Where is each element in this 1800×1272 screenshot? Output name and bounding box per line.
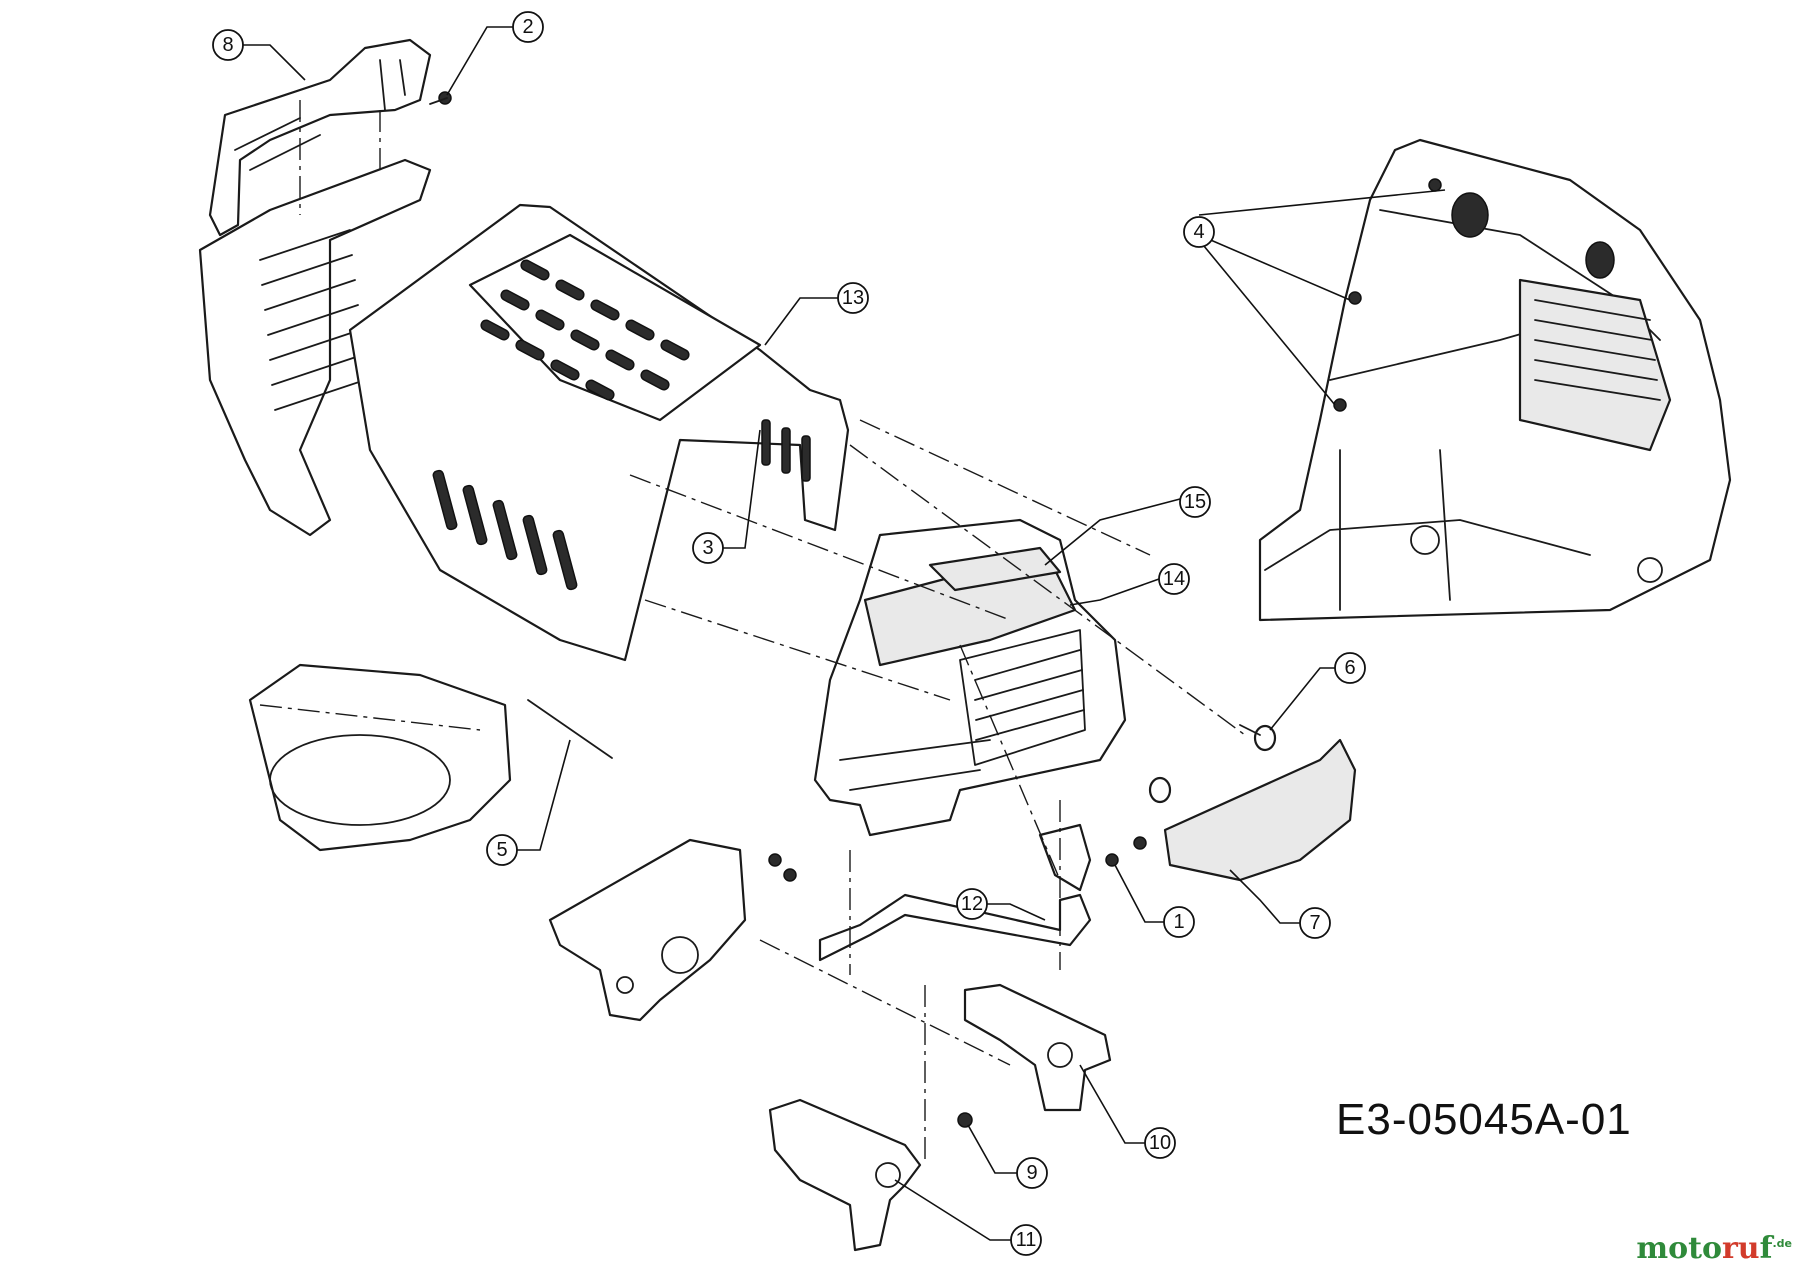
callout-11: 11 [1010,1224,1042,1256]
svg-text:6: 6 [1344,657,1355,679]
svg-text:8: 8 [222,34,233,56]
part-14-front-nose [813,518,1127,837]
brand-suffix: .de [1772,1237,1792,1250]
callout-14: 14 [1158,563,1190,595]
part-10-pivot-plate [963,983,1112,1112]
svg-text:15: 15 [1184,491,1206,513]
part-5-cable-tie [527,699,613,759]
shroud-bowl [248,663,512,852]
callout-13: 13 [837,282,869,314]
callout-1: 1 [1163,906,1195,938]
callout-10: 10 [1144,1127,1176,1159]
part-9-bolt [957,1112,973,1128]
svg-text:11: 11 [1016,1229,1037,1251]
svg-text:10: 10 [1149,1132,1171,1154]
callout-2: 2 [512,11,544,43]
svg-text:12: 12 [961,893,983,915]
callout-9: 9 [1016,1157,1048,1189]
svg-text:4: 4 [1193,221,1204,243]
leader-lines [242,26,1446,1241]
assembly-lines [629,419,1246,1160]
brand-part-c: f [1759,1231,1773,1266]
part-6-pin [1148,724,1277,804]
brand-part-a: moto [1636,1231,1722,1266]
part-8-dash-panel [198,38,432,537]
callout-5: 5 [486,834,518,866]
callout-12: 12 [956,888,988,920]
svg-text:2: 2 [522,16,533,38]
callout-6: 6 [1334,652,1366,684]
assembled-view-inset [1258,138,1732,622]
part-1-bracket [768,823,1147,892]
part-7-front-bumper [1163,738,1357,882]
part-12-cross-bar [818,893,1092,962]
callout-15: 15 [1179,486,1211,518]
callout-8: 8 [212,29,244,61]
brand-part-b: ru [1721,1231,1760,1266]
svg-text:14: 14 [1163,568,1185,590]
mount-plate-left [548,838,747,1022]
part-13-hood [348,203,850,662]
callout-3: 3 [692,532,724,564]
part-11-pivot-plate [768,1098,922,1252]
svg-text:9: 9 [1026,1162,1037,1184]
brand-logo: motoruf.de [1636,1231,1792,1266]
callout-4: 4 [1183,216,1215,248]
part-2-screw [429,91,452,105]
svg-text:3: 3 [702,537,713,559]
diagram-reference-code: E3-05045A-01 [1336,1095,1632,1144]
svg-text:5: 5 [496,839,507,861]
svg-text:7: 7 [1309,912,1320,934]
callout-7: 7 [1299,907,1331,939]
part-15-emblem [928,546,1062,592]
svg-text:13: 13 [842,287,864,309]
svg-text:1: 1 [1173,911,1184,933]
